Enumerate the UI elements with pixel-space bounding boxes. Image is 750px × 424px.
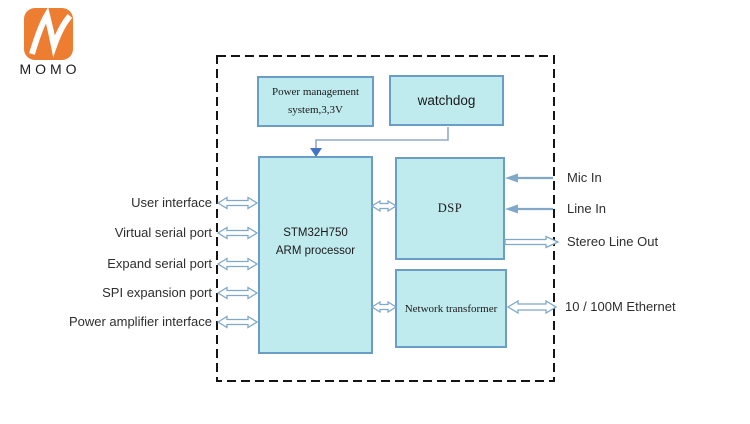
label-line-in: Line In <box>567 201 607 216</box>
power-management-block: Power management system,3,3V <box>257 76 374 127</box>
user-interface-bidirectional-arrow-icon <box>216 196 259 210</box>
label-stereo-line-out: Stereo Line Out <box>567 234 659 249</box>
spi-expansion-bidirectional-arrow-icon <box>216 286 259 300</box>
expand-serial-bidirectional-arrow-icon <box>216 257 259 271</box>
network-transformer-block: Network transformer <box>395 269 507 348</box>
logo-monogram-m-icon <box>29 8 73 58</box>
label-power-amplifier-interface: Power amplifier interface <box>68 314 212 329</box>
label-spi-expansion-port: SPI expansion port <box>102 285 212 300</box>
cpu-net-bidirectional-arrow-icon <box>370 300 398 314</box>
cpu-block-line2: ARM processor <box>275 245 356 257</box>
watchdog-block-label: watchdog <box>417 93 476 108</box>
label-expand-serial-port: Expand serial port <box>107 256 212 271</box>
watchdog-to-cpu-arrowhead-icon <box>310 148 322 157</box>
dsp-block-label: DSP <box>437 201 463 215</box>
watchdog-block: watchdog <box>389 75 504 126</box>
logo-wordmark: MOMO <box>19 61 81 77</box>
power-amplifier-bidirectional-arrow-icon <box>216 315 259 329</box>
label-virtual-serial-port: Virtual serial port <box>114 225 212 240</box>
virtual-serial-bidirectional-arrow-icon <box>216 226 259 240</box>
cpu-block-line1: STM32H750 <box>283 226 348 239</box>
line-in-arrowhead-icon <box>505 204 518 214</box>
power-block-line2: system,3,3V <box>288 103 343 116</box>
dsp-block: DSP <box>395 157 505 260</box>
left-port-arrows <box>216 196 259 329</box>
label-user-interface: User interface <box>131 195 212 210</box>
mic-in-arrowhead-icon <box>505 173 518 183</box>
power-block-line1: Power management <box>271 86 360 99</box>
label-ethernet: 10 / 100M Ethernet <box>565 299 676 314</box>
ethernet-bidirectional-arrow-icon <box>506 299 558 315</box>
dashed-boundary-box <box>216 55 555 382</box>
stereo-line-out-arrow-icon <box>504 235 560 249</box>
network-transformer-label: Network transformer <box>404 302 498 315</box>
audio-input-arrows <box>515 176 553 211</box>
internal-bus-arrows <box>370 199 398 314</box>
watchdog-to-cpu-connector <box>315 127 449 150</box>
stm32-processor-block: STM32H750 ARM processor <box>258 156 373 354</box>
label-mic-in: Mic In <box>567 170 602 185</box>
cpu-dsp-bidirectional-arrow-icon <box>370 199 398 213</box>
momo-logo-icon <box>24 8 73 60</box>
